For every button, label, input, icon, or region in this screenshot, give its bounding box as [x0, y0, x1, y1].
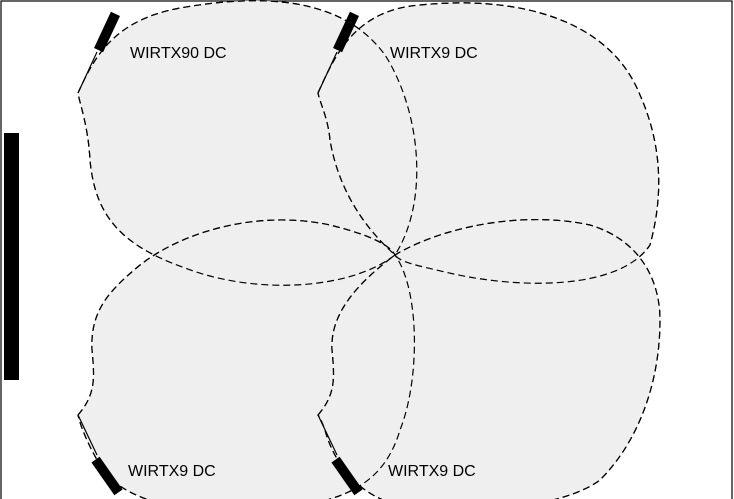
- coverage-areas: [77, 0, 661, 499]
- transmitter-label: WIRTX9 DC: [390, 45, 478, 62]
- transmitter-icon: [331, 456, 363, 496]
- transmitter-top-right: WIRTX9 DC: [317, 11, 478, 94]
- transmitter-label: WIRTX9 DC: [128, 463, 216, 480]
- left-wall-bar: [4, 133, 19, 380]
- transmitter-icon: [94, 11, 120, 53]
- transmitter-icon: [333, 11, 359, 53]
- transmitter-label: WIRTX90 DC: [130, 45, 227, 62]
- transmitter-bottom-left: WIRTX9 DC: [77, 414, 216, 496]
- transmitter-top-left: WIRTX90 DC: [77, 11, 227, 94]
- transmitter-bottom-right: WIRTX9 DC: [317, 414, 476, 496]
- transmitter-label: WIRTX9 DC: [388, 463, 476, 480]
- coverage-outlines: [77, 0, 661, 499]
- transmitter-icon: [91, 456, 123, 496]
